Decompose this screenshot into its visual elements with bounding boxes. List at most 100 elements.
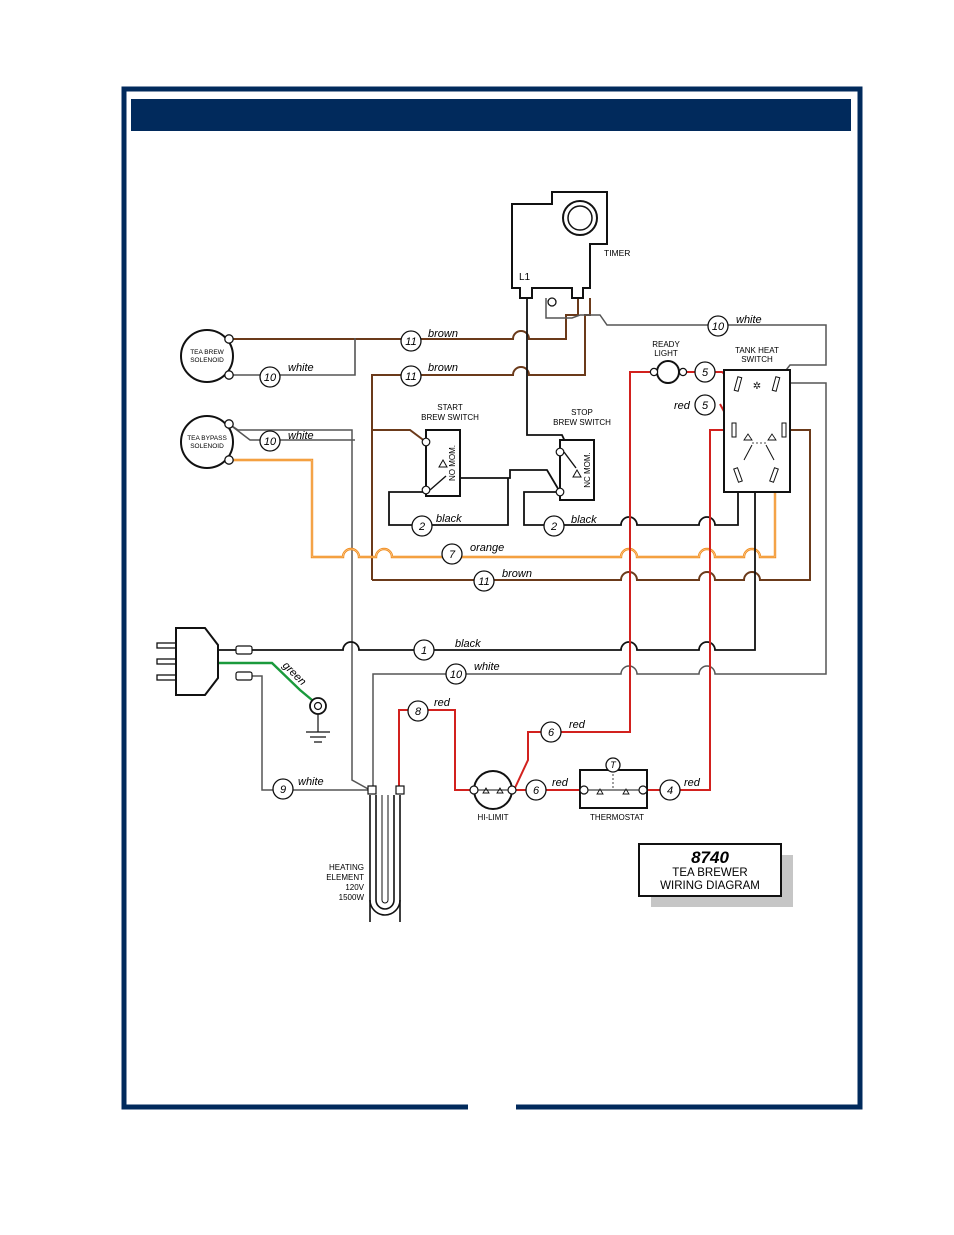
tank-heat-switch: ✲ TANK HEAT SWITCH <box>723 346 791 493</box>
start-brew-switch: NO MOM. START BREW SWITCH <box>421 403 479 497</box>
svg-text:2: 2 <box>418 521 425 533</box>
svg-text:white: white <box>288 362 314 374</box>
wire-marker-9: 7 orange <box>441 542 504 565</box>
svg-text:white: white <box>736 314 762 326</box>
wire-marker-17: 9 white <box>272 776 324 800</box>
heating-element-label-3: 120V <box>345 883 364 892</box>
svg-text:10: 10 <box>712 321 725 333</box>
wire-marker-11: 1 black <box>413 638 481 661</box>
tea-bypass-solenoid: TEA BYPASS SOLENOID <box>180 415 234 469</box>
start-switch-label-1: START <box>437 403 463 412</box>
ground-symbol <box>306 697 330 743</box>
wire-marker-12: 10 white <box>445 661 500 685</box>
svg-text:6: 6 <box>533 785 540 797</box>
svg-text:2: 2 <box>550 521 557 533</box>
svg-text:5: 5 <box>702 367 709 379</box>
wire-green-ground <box>218 661 313 701</box>
start-switch-label-2: BREW SWITCH <box>421 413 479 422</box>
svg-text:8: 8 <box>415 706 422 718</box>
tank-heat-switch-label-2: SWITCH <box>741 355 773 364</box>
svg-text:black: black <box>571 514 597 526</box>
svg-text:white: white <box>298 776 324 788</box>
svg-text:1: 1 <box>421 645 427 657</box>
ready-light-label-1: READY <box>652 340 680 349</box>
wire-red-6-up <box>513 371 654 791</box>
thermostat-label: THERMOSTAT <box>590 813 644 822</box>
stop-switch-label-1: STOP <box>571 408 593 417</box>
wire-marker-10: 11 brown <box>473 568 532 592</box>
heating-element-label-1: HEATING <box>329 863 364 872</box>
svg-text:red: red <box>674 400 691 412</box>
wire-marker-6: 10 white <box>707 314 762 337</box>
svg-text:brown: brown <box>428 362 458 374</box>
tea-brew-solenoid-label-2: SOLENOID <box>190 357 224 364</box>
svg-text:brown: brown <box>502 568 532 580</box>
tea-bypass-solenoid-label-2: SOLENOID <box>190 443 224 450</box>
timer-label: TIMER <box>604 248 630 258</box>
svg-text:10: 10 <box>264 372 277 384</box>
svg-text:11: 11 <box>405 336 416 348</box>
wire-white-10-bottom <box>372 382 827 790</box>
wire-red-8 <box>398 709 472 791</box>
wire-marker-5: 5 red <box>674 394 716 416</box>
svg-text:red: red <box>434 697 451 709</box>
stop-switch-marking: NC MOM. <box>583 452 592 488</box>
wire-white-9 <box>252 675 372 791</box>
wire-marker-2: 11 brown <box>400 362 458 387</box>
svg-text:red: red <box>684 777 701 789</box>
wire-marker-3: 10 white <box>259 430 314 452</box>
svg-text:black: black <box>455 638 481 650</box>
wire-white-long-down <box>228 423 371 791</box>
ready-light-label-2: LIGHT <box>654 349 678 358</box>
svg-text:11: 11 <box>478 576 489 588</box>
tea-bypass-solenoid-label-1: TEA BYPASS <box>187 435 227 442</box>
power-plug <box>156 627 253 696</box>
svg-text:10: 10 <box>450 669 463 681</box>
tea-brew-solenoid: TEA BREW SOLENOID <box>180 329 234 383</box>
title-model: 8740 <box>691 848 729 867</box>
page-frame <box>121 86 863 1113</box>
wire-black-2a <box>388 478 509 526</box>
hi-limit-label: HI-LIMIT <box>477 813 508 822</box>
wire-brown-11-switch <box>371 298 591 580</box>
tea-brew-solenoid-label-1: TEA BREW <box>190 349 224 356</box>
wire-marker-14: 6 red <box>540 719 586 743</box>
svg-text:brown: brown <box>428 328 458 340</box>
wire-marker-7: 2 black <box>411 513 462 537</box>
start-switch-marking: NO MOM. <box>448 445 457 481</box>
wire-black-1 <box>218 480 756 651</box>
wire-red-4 <box>647 429 735 791</box>
svg-text:5: 5 <box>702 400 709 412</box>
svg-text:orange: orange <box>470 542 504 554</box>
svg-text:white: white <box>288 430 314 442</box>
svg-text:red: red <box>569 719 586 731</box>
wire-marker-8: 2 black <box>543 514 597 537</box>
timer: TIMER L1 <box>511 191 630 307</box>
stop-switch-label-2: BREW SWITCH <box>553 418 611 427</box>
heating-element <box>367 785 405 922</box>
wire-marker-0: 11 brown <box>400 328 458 352</box>
hi-limit: HI-LIMIT <box>469 770 517 822</box>
svg-text:7: 7 <box>449 549 456 561</box>
thermostat: T THERMOSTAT <box>579 757 648 822</box>
svg-text:6: 6 <box>548 727 555 739</box>
wire-marker-13: 8 red <box>407 697 451 722</box>
wire-black-2b <box>523 480 739 526</box>
title-line-2: WIRING DIAGRAM <box>660 880 760 892</box>
title-box: 8740 TEA BREWER WIRING DIAGRAM <box>638 843 793 907</box>
thermostat-symbol: T <box>610 760 617 770</box>
switch-light-icon: ✲ <box>753 381 761 392</box>
wire-orange-7-core <box>229 459 776 558</box>
wire-brown-start-sw <box>372 429 427 443</box>
heating-element-label-4: 1500W <box>339 893 365 902</box>
svg-text:11: 11 <box>405 371 416 383</box>
wire-brown-11-upper <box>229 298 579 340</box>
svg-text:white: white <box>474 661 500 673</box>
stop-brew-switch: NC MOM. STOP BREW SWITCH <box>553 408 611 501</box>
svg-text:black: black <box>436 513 462 525</box>
svg-text:9: 9 <box>280 784 286 796</box>
svg-text:10: 10 <box>264 436 277 448</box>
